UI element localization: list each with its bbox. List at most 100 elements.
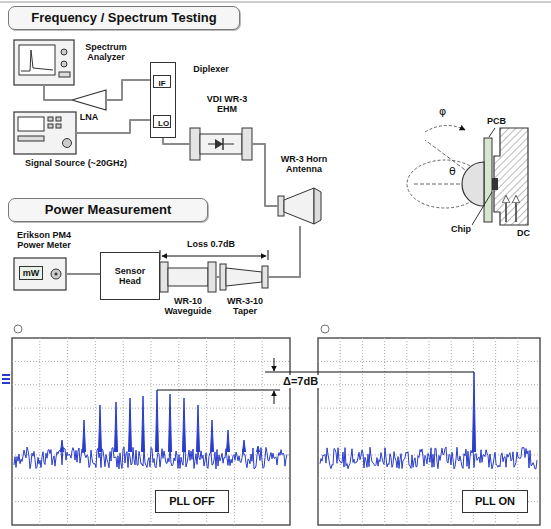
node-label: Power Measurement xyxy=(37,203,179,218)
mixer-block-part xyxy=(200,134,242,154)
spectral-peak xyxy=(243,440,246,452)
signal-source-icon-part xyxy=(48,117,53,121)
section-heading: Power Measurement xyxy=(8,198,208,222)
spectral-peak xyxy=(99,405,102,452)
node-label: Frequency / Spectrum Testing xyxy=(23,11,224,26)
spectral-peak xyxy=(169,394,172,452)
spectrum-analyzer-icon-part xyxy=(14,40,74,85)
cable xyxy=(106,80,150,100)
grid-line xyxy=(67,338,68,525)
grid-line xyxy=(318,361,540,362)
wr10-waveguide-part xyxy=(208,262,216,292)
power-meter: Erikson PM4 Power MetermW xyxy=(14,258,66,290)
grid-line xyxy=(12,384,290,385)
signal-source-icon-part xyxy=(56,124,61,128)
delta-marker-part xyxy=(157,390,280,391)
power-meter-icon-part xyxy=(55,273,58,276)
wr10-waveguide-part xyxy=(160,262,168,292)
spectrum-analyzer-icon-part xyxy=(21,50,53,71)
angle-symbol: θ xyxy=(448,166,457,179)
part-label: PCB xyxy=(486,116,507,126)
spectral-peak xyxy=(115,402,118,452)
cable xyxy=(216,276,220,278)
signal-source-icon xyxy=(14,112,76,154)
node-label: WR-3 Horn Antenna xyxy=(278,154,330,174)
antenna-module-part xyxy=(425,125,465,132)
grid-line xyxy=(12,478,290,479)
status-box: PLL OFF xyxy=(155,490,229,513)
plot-trace xyxy=(12,338,290,525)
lna-symbol xyxy=(72,90,106,110)
delta-marker-part xyxy=(274,391,275,404)
node-label: PLL ON xyxy=(469,493,521,509)
spectrum-plots-part xyxy=(12,338,290,525)
horn-antenna-part xyxy=(284,188,314,224)
cable xyxy=(268,226,300,277)
cable xyxy=(66,273,100,275)
wr10-waveguide xyxy=(160,262,216,292)
signal-source-icon-part xyxy=(48,124,53,128)
spectral-peak xyxy=(156,390,159,452)
part-label: DC xyxy=(516,228,531,238)
antenna-module-part xyxy=(484,138,492,222)
spectral-peak xyxy=(473,372,476,452)
horn-antenna-part xyxy=(278,196,284,216)
spectrum-analyzer-icon-part xyxy=(61,49,67,55)
grid-line xyxy=(362,338,363,525)
cable xyxy=(44,85,72,100)
grid-line xyxy=(318,408,540,409)
spectrum-plots-part xyxy=(2,378,10,380)
spectral-peak xyxy=(197,405,200,452)
antenna-module-part xyxy=(494,128,528,225)
diplexer: DiplexerIFLO xyxy=(150,62,176,138)
spectrum-plots-part xyxy=(2,374,10,376)
waveguide-taper-part xyxy=(226,268,262,286)
spectral-peak xyxy=(61,440,64,452)
top-rule xyxy=(0,1,551,3)
power-meter-icon-part xyxy=(51,269,61,279)
spectrum-analyzer-icon xyxy=(14,40,74,85)
node-label: Signal Source (~20GHz) xyxy=(10,158,142,168)
spectrum-analyzer-icon-part xyxy=(61,61,67,67)
spectrum-plots-part xyxy=(318,338,540,525)
port-label: mW xyxy=(19,266,43,280)
noise-floor xyxy=(320,447,537,469)
node-label: Erikson PM4 Power Meter xyxy=(12,230,76,250)
antenna-module-part xyxy=(489,128,495,137)
signal-source-icon-part xyxy=(14,112,76,154)
horn-antenna-part xyxy=(314,188,321,224)
spectral-peak xyxy=(142,396,145,452)
noise-floor xyxy=(14,447,287,469)
delta-marker-part xyxy=(274,358,275,371)
grid-line xyxy=(12,431,290,432)
section-heading: Frequency / Spectrum Testing xyxy=(8,6,240,30)
spectrum-analyzer-icon-part xyxy=(19,45,55,75)
loss-dimension-part xyxy=(268,250,269,260)
grid-line xyxy=(318,431,540,432)
loss-dimension-part xyxy=(162,256,266,257)
grid-line xyxy=(318,478,540,479)
power-meter-icon-part xyxy=(14,258,66,290)
grid-line xyxy=(12,501,290,502)
delta-marker xyxy=(157,358,474,404)
spectrum-analyzer-icon-part xyxy=(59,72,70,77)
lna-symbol-part xyxy=(72,90,106,110)
spectrum-plots-part xyxy=(321,325,329,333)
waveguide-taper-part xyxy=(262,266,268,288)
antenna-module xyxy=(407,125,528,225)
grid-line xyxy=(12,408,290,409)
delta-marker-part xyxy=(265,372,474,373)
spectrum-plots-part xyxy=(14,325,22,333)
cable xyxy=(252,144,278,206)
signal-source: Signal Source (~20GHz) xyxy=(14,112,76,154)
port-label: LO xyxy=(153,115,171,128)
signal-source-icon-part xyxy=(56,117,61,121)
power-meter-icon xyxy=(14,258,66,290)
amplifier: LNA xyxy=(72,90,106,110)
angle-symbol: φ xyxy=(438,106,447,119)
node-label: Diplexer xyxy=(181,62,241,76)
waveguide-taper xyxy=(220,264,268,290)
wr10-waveguide-part xyxy=(168,268,208,286)
